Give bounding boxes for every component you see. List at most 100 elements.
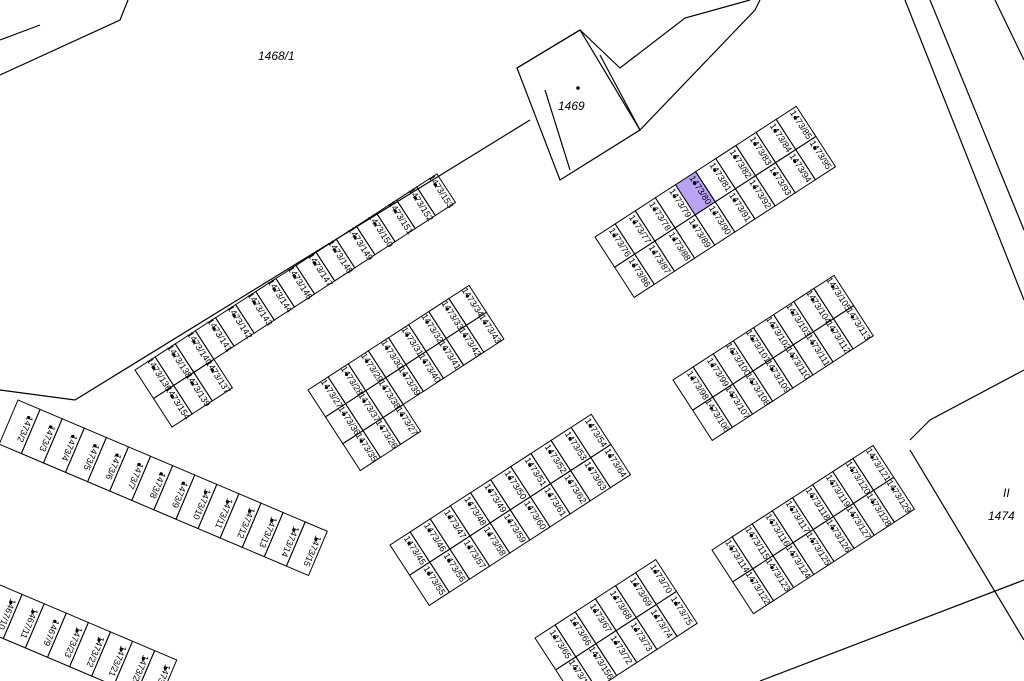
lot-marker-dot (690, 376, 694, 380)
lot-marker-dot (653, 614, 658, 619)
lot-cell (285, 521, 328, 577)
lot-marker-dot (850, 315, 855, 319)
lot-label: 1473/124 (784, 543, 813, 580)
lot-1473-155[interactable]: 1473/155 (555, 656, 598, 681)
lot-marker-dot (830, 526, 835, 531)
lot-marker-dot (97, 638, 101, 642)
lot-marker-dot (141, 657, 145, 661)
lot-marker-dot (433, 183, 438, 187)
lot-label: 1473/139 (184, 371, 213, 408)
lot-marker-dot (212, 327, 216, 331)
lot-marker-dot (119, 647, 123, 652)
lot-marker-dot (447, 515, 451, 519)
lot-marker-dot (631, 263, 636, 268)
lot-label: 1473/113 (844, 306, 872, 342)
lot-marker-dot (632, 220, 636, 224)
lot-marker-dot (732, 198, 736, 202)
lot-marker-dot (528, 463, 532, 467)
lot-label: 1473/105 (824, 275, 853, 312)
lot-marker-dot (572, 622, 576, 626)
lot-label: 1473/151 (386, 199, 415, 236)
label-ii: II (1003, 486, 1010, 500)
lot-label: 1473/116 (763, 512, 791, 548)
lot-marker-dot (172, 353, 176, 357)
lot-label: 1473/147 (306, 251, 335, 288)
lot-marker-dot (272, 287, 277, 292)
lot-label: 1473/149 (346, 225, 375, 262)
lot-label: 1473/107 (723, 384, 752, 421)
lot-cell (0, 399, 41, 455)
lot-marker-dot (487, 489, 492, 493)
lot-marker-dot (613, 596, 617, 600)
lot-label: 1473/11 (213, 497, 235, 530)
lot-cell (590, 443, 632, 489)
lot-label: 1473/23 (63, 625, 85, 659)
lot-label: 1473/156 (587, 644, 616, 681)
lot-marker-dot (508, 476, 512, 480)
lot-label: 1473/120 (844, 459, 873, 496)
lot-label: 1473/22 (85, 635, 107, 669)
lot-block-b7: 1473/1141473/1151473/1161473/1171473/118… (711, 444, 916, 615)
lot-marker-dot (608, 454, 612, 458)
lot-label: 1473/121 (864, 446, 893, 483)
lot-label: 1473/111 (804, 332, 832, 368)
lot-marker-dot (463, 334, 467, 338)
lot-blocks: 1473/1361473/1381473/1401473/1411473/142… (0, 105, 916, 681)
lot-cell (135, 649, 178, 681)
lot-label: 1473/119 (824, 473, 852, 509)
lot-1473-2[interactable]: 1473/2 (0, 399, 41, 455)
lot-label: 1473/10 (191, 487, 213, 521)
lot-label: 1473/141 (205, 317, 234, 354)
lot-marker-dot (426, 571, 431, 576)
lot-label: 1473/127 (844, 504, 873, 541)
lot-marker-dot (810, 539, 814, 544)
lot-marker-dot (252, 301, 256, 305)
lot-marker-dot (405, 333, 409, 337)
lot-marker-dot (313, 261, 317, 266)
lot-marker-dot (170, 394, 174, 399)
lot-marker-dot (527, 506, 531, 510)
lot-marker-dot (407, 541, 411, 545)
lot-marker-dot (49, 425, 53, 429)
lot-marker-dot (850, 468, 854, 472)
lot-marker-dot (810, 341, 814, 345)
lot-marker-dot (773, 129, 777, 133)
label-1468-1: 1468/1 (258, 49, 295, 63)
lot-marker-dot (692, 181, 697, 185)
lot-1467-10[interactable]: 1467/10 (0, 584, 23, 640)
lot-marker-dot (568, 437, 572, 441)
lot-marker-dot (790, 508, 794, 512)
lot-marker-dot (891, 487, 895, 491)
lot-cell (832, 304, 874, 350)
lot-label: 1473/146 (286, 264, 315, 301)
parcel-labels: 1468/1 1469 II 1474 (258, 49, 1015, 523)
lot-marker-dot (567, 480, 572, 484)
lot-label: 1473/108 (743, 371, 772, 408)
lot-cell (795, 135, 837, 181)
lot-marker-dot (226, 500, 230, 504)
lot-marker-dot (749, 534, 753, 538)
lot-marker-dot (359, 439, 363, 443)
lot-marker-dot (573, 667, 577, 671)
lot-marker-dot (831, 285, 835, 289)
lot-label: 1473/150 (366, 212, 395, 249)
lot-marker-dot (362, 399, 366, 403)
lot-marker-dot (9, 601, 13, 605)
lot-marker-dot (190, 381, 194, 386)
lot-label: 1473/142 (225, 304, 254, 341)
lot-1473-35[interactable]: 1473/35 (342, 429, 382, 472)
lot-label: 1473/154 (163, 385, 192, 422)
lot-label: 1473/102 (764, 315, 793, 352)
lot-cell (465, 311, 505, 353)
lot-marker-dot (612, 233, 616, 237)
lot-marker-dot (293, 274, 297, 279)
lot-marker-dot (813, 146, 817, 150)
lot-marker-dot (210, 368, 215, 372)
lot-marker-dot (483, 321, 487, 325)
lot-marker-dot (791, 311, 795, 315)
lot-marker-dot (425, 320, 429, 324)
lot-marker-dot (445, 307, 449, 311)
